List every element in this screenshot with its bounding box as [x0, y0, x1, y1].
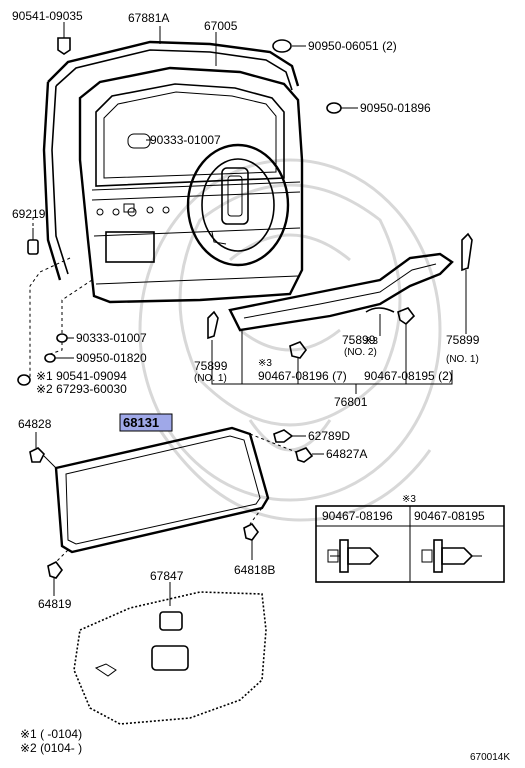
- part-64818b: [243, 522, 259, 541]
- detail-box-mark: ※3: [402, 494, 416, 505]
- grommet-90333: [127, 133, 151, 149]
- label-64818b[interactable]: 64818B: [234, 563, 275, 577]
- diagram-id: 670014K: [470, 752, 510, 763]
- trim-handle-recess: [151, 645, 189, 671]
- label-67847[interactable]: 67847: [150, 569, 184, 583]
- label-90467-08195-mark: ※3: [364, 336, 378, 347]
- spare-tire-mount: [186, 143, 290, 267]
- label-75899-right-no: (NO. 1): [446, 354, 479, 365]
- door-window: [95, 83, 285, 187]
- part-90541-09094: [17, 374, 31, 386]
- part-64828: [29, 447, 45, 463]
- label-90950-01820[interactable]: 90950-01820: [76, 351, 147, 365]
- detail-box-col2[interactable]: 90467-08195: [414, 509, 485, 523]
- label-67005[interactable]: 67005: [204, 19, 238, 33]
- back-door-panel: [42, 40, 304, 304]
- footnote-2: ※2 (0104- ): [20, 741, 82, 755]
- part-90950-01896: [326, 102, 342, 114]
- label-90467-08195[interactable]: 90467-08195 (2): [364, 369, 453, 383]
- label-75899-right[interactable]: 75899: [446, 333, 480, 347]
- trim-clip-1: [159, 611, 183, 631]
- label-64828[interactable]: 64828: [18, 417, 52, 431]
- label-64827a[interactable]: 64827A: [326, 447, 367, 461]
- part-75899-right: [461, 232, 473, 272]
- part-90467-08195: [397, 307, 416, 326]
- label-90333-01007-bottom[interactable]: 90333-01007: [76, 331, 147, 345]
- part-76801-garnish: [228, 252, 454, 332]
- detail-box-col1[interactable]: 90467-08196: [322, 509, 393, 523]
- label-69219[interactable]: 69219: [12, 207, 46, 221]
- label-90950-01896[interactable]: 90950-01896: [360, 101, 431, 115]
- label-75899-left[interactable]: 75899: [194, 359, 228, 373]
- label-90950-06051[interactable]: 90950-06051 (2): [308, 39, 397, 53]
- trim-board: [73, 582, 267, 725]
- label-67881a[interactable]: 67881A: [128, 11, 169, 25]
- spare-tire-bracket: [221, 167, 249, 225]
- part-75899-mid: [365, 307, 395, 313]
- weatherstrip-inner: [55, 49, 293, 91]
- label-68131[interactable]: 68131: [123, 415, 159, 430]
- weatherstrip-top: [47, 40, 300, 87]
- label-90541-09094[interactable]: ※1 90541-09094: [36, 369, 127, 383]
- label-90467-08196[interactable]: 90467-08196 (7): [258, 369, 347, 383]
- label-67293-60030[interactable]: ※2 67293-60030: [36, 382, 127, 396]
- part-90950-01820: [44, 353, 56, 363]
- part-64827a: [295, 447, 314, 463]
- footnote-1: ※1 ( -0104): [20, 727, 82, 741]
- leader-lines-top: [29, 22, 358, 380]
- detail-clip-08196: [327, 539, 380, 573]
- part-90467-08196: [289, 341, 307, 359]
- label-75899-mid-no: (NO. 2): [344, 347, 377, 358]
- part-64819: [47, 560, 63, 579]
- part-62789d: [273, 429, 294, 443]
- label-62789d[interactable]: 62789D: [308, 429, 350, 443]
- label-90541-09035[interactable]: 90541-09035: [12, 9, 83, 23]
- part-90333-01007-lower: [56, 333, 68, 343]
- part-68131-glass: [54, 426, 270, 554]
- label-90333-01007-top[interactable]: 90333-01007: [150, 133, 221, 147]
- back-door-glass: [29, 426, 324, 596]
- label-90467-08196-mark: ※3: [258, 358, 272, 369]
- part-75899-left: [207, 310, 219, 340]
- license-plate-recess: [105, 231, 155, 263]
- hardware-parts: [17, 30, 342, 386]
- label-75899-mid[interactable]: 75899: [342, 333, 376, 347]
- door-body: [78, 66, 304, 304]
- part-90950-06051: [272, 39, 292, 53]
- part-67847-board: [73, 591, 267, 725]
- label-64819[interactable]: 64819: [38, 597, 72, 611]
- detail-box: [315, 505, 505, 583]
- watermark-emblem: [138, 158, 442, 522]
- garnish-assembly: [207, 232, 473, 394]
- detail-clip-08195: [421, 539, 482, 573]
- label-76801[interactable]: 76801: [334, 395, 368, 409]
- part-90541-09035: [57, 37, 71, 55]
- highlight-68131: [119, 413, 173, 432]
- weatherstrip-left: [42, 81, 62, 281]
- part-69219: [27, 239, 39, 255]
- label-75899-left-no: (NO. 1): [194, 373, 227, 384]
